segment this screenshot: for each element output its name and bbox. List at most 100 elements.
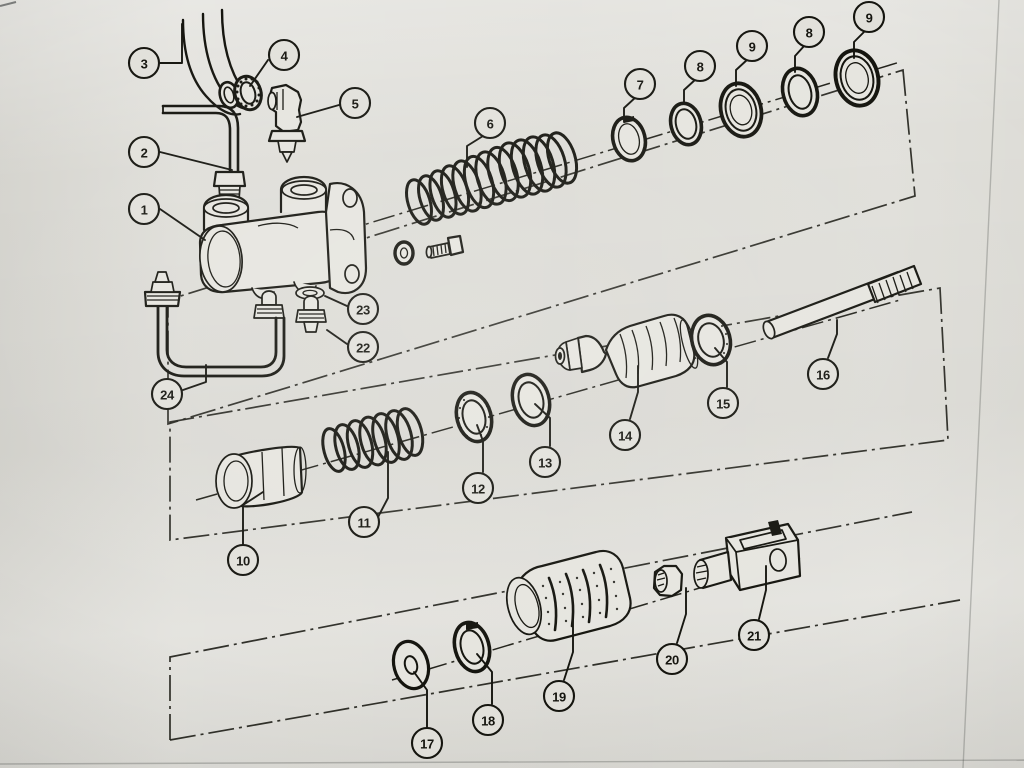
- part-push-rod: [762, 264, 923, 340]
- callout-bubble[interactable]: [267, 38, 301, 72]
- section-frames: [167, 68, 961, 741]
- callout-number: 16: [816, 368, 830, 383]
- callout-10-piston-sleeve[interactable]: 10: [226, 491, 264, 577]
- callout-bubble[interactable]: [338, 86, 372, 120]
- callout-number: 24: [160, 388, 175, 403]
- callout-leader-line: [714, 347, 728, 388]
- callout-bubble[interactable]: [150, 377, 184, 411]
- callout-bubble[interactable]: [528, 445, 562, 479]
- callout-leader-line: [853, 29, 867, 59]
- callout-leader-line: [159, 151, 233, 171]
- callout-number: 6: [487, 117, 494, 132]
- callout-bubble[interactable]: [410, 726, 444, 760]
- callout-15-retainer-ring[interactable]: 15: [706, 347, 740, 420]
- callout-bubble[interactable]: [623, 67, 657, 101]
- callout-number: 13: [538, 456, 552, 471]
- frame-middle: [169, 286, 949, 541]
- callout-8-seal-ring[interactable]: 8: [792, 15, 826, 73]
- callout-bubble[interactable]: [608, 418, 642, 452]
- part-dust-boot: [505, 549, 632, 642]
- callout-bubble[interactable]: [737, 618, 771, 652]
- part-lock-nut: [652, 564, 684, 598]
- callout-leader-line: [476, 653, 493, 705]
- callout-leader-line: [466, 135, 484, 168]
- callout-4-hose-clamp[interactable]: 4: [249, 38, 301, 87]
- callout-16-push-rod[interactable]: 16: [806, 319, 840, 391]
- callout-7-retaining-ring[interactable]: 7: [623, 67, 657, 123]
- callout-19-dust-boot[interactable]: 19: [542, 619, 576, 713]
- callout-23-sealing-washer[interactable]: 23: [324, 292, 380, 326]
- callout-number: 10: [236, 554, 250, 569]
- callout-number: 19: [552, 690, 566, 705]
- callout-9-seal-ring-backup[interactable]: 9: [735, 29, 769, 87]
- callout-layer: 1234567898910111213141516171819202122232…: [127, 0, 886, 760]
- callout-leader-line: [159, 23, 183, 64]
- frame-top: [167, 68, 916, 426]
- callout-bubble[interactable]: [346, 292, 380, 326]
- callout-number: 17: [420, 737, 434, 752]
- callout-bubble[interactable]: [683, 49, 717, 83]
- callout-11-piston-spring[interactable]: 11: [347, 451, 389, 539]
- part-seal-ring-a: [668, 101, 704, 147]
- callout-bubble[interactable]: [127, 135, 161, 169]
- callout-leader-line: [683, 78, 697, 105]
- callout-14-piston-assembly[interactable]: 14: [608, 365, 642, 452]
- callout-bubble[interactable]: [706, 386, 740, 420]
- callout-5-elbow-fitting[interactable]: 5: [296, 86, 372, 120]
- part-clutch-pipe: [143, 271, 286, 378]
- callout-leader-line: [676, 587, 687, 644]
- callout-2-feed-pipe[interactable]: 2: [127, 135, 233, 171]
- callout-number: 22: [356, 341, 370, 356]
- callout-18-snap-ring[interactable]: 18: [471, 653, 505, 737]
- callout-22-bleeder-screw[interactable]: 22: [326, 329, 380, 364]
- part-hose-clamp: [218, 74, 263, 112]
- callout-9-seal-ring-backup[interactable]: 9: [852, 0, 886, 59]
- callout-leader-line: [629, 365, 639, 420]
- part-piston-assembly: [554, 313, 699, 389]
- callout-number: 1: [141, 203, 148, 218]
- callout-leader-line: [563, 619, 574, 681]
- callout-21-clevis-yoke[interactable]: 21: [737, 565, 771, 652]
- callout-17-plain-washer[interactable]: 17: [410, 671, 444, 760]
- callout-number: 18: [481, 714, 495, 729]
- callout-24-clutch-pipe[interactable]: 24: [150, 364, 207, 411]
- callout-number: 9: [749, 40, 756, 55]
- callout-leader-line: [249, 59, 269, 87]
- callout-bubble[interactable]: [792, 15, 826, 49]
- callout-bubble[interactable]: [226, 543, 260, 577]
- callout-number: 3: [141, 57, 148, 72]
- callout-leader-line: [159, 208, 206, 241]
- callout-1-master-cylinder-body[interactable]: 1: [127, 192, 206, 241]
- callout-leader-line: [476, 424, 484, 473]
- callout-number: 4: [281, 49, 289, 64]
- callout-3-hose[interactable]: 3: [127, 23, 183, 80]
- callout-20-lock-nut[interactable]: 20: [655, 587, 689, 676]
- callout-bubble[interactable]: [127, 46, 161, 80]
- callout-bubble[interactable]: [127, 192, 161, 226]
- part-piston-sleeve: [215, 445, 307, 509]
- part-master-cylinder-body: [198, 175, 368, 300]
- callout-13-piston-cup-secondary[interactable]: 13: [528, 403, 562, 479]
- callout-bubble[interactable]: [471, 703, 505, 737]
- callout-6-return-spring[interactable]: 6: [466, 106, 507, 168]
- callout-bubble[interactable]: [655, 642, 689, 676]
- callout-number: 14: [618, 429, 633, 444]
- callout-number: 23: [356, 303, 370, 318]
- callout-leader-line: [242, 491, 264, 545]
- callout-bubble[interactable]: [346, 330, 380, 364]
- callout-bubble[interactable]: [852, 0, 886, 34]
- part-lower-screw: [253, 290, 285, 319]
- callout-bubble[interactable]: [735, 29, 769, 63]
- callout-8-seal-ring[interactable]: 8: [683, 49, 717, 105]
- callout-bubble[interactable]: [806, 357, 840, 391]
- callout-leader-line: [735, 58, 749, 87]
- callout-bubble[interactable]: [461, 471, 495, 505]
- callout-bubble[interactable]: [347, 505, 381, 539]
- callout-bubble[interactable]: [542, 679, 576, 713]
- callout-number: 15: [716, 397, 730, 412]
- part-elbow-fitting: [267, 83, 307, 163]
- callout-leader-line: [326, 329, 348, 345]
- callout-bubble[interactable]: [473, 106, 507, 140]
- callout-12-piston-cup-primary[interactable]: 12: [461, 424, 495, 505]
